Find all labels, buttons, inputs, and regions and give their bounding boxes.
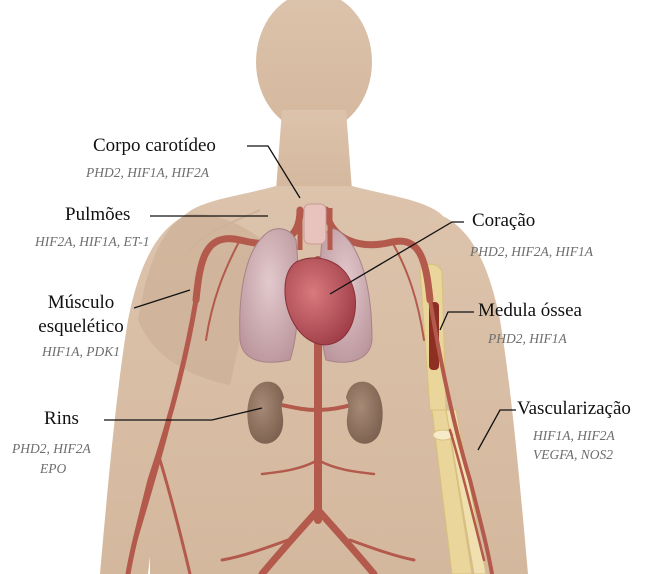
genes-vascularization-line1: HIF1A, HIF2A: [533, 427, 615, 444]
label-skeletal-muscle-line1: Músculo: [31, 292, 131, 314]
label-skeletal-muscle-line2: esquelético: [21, 316, 141, 338]
genes-skeletal-muscle: HIF1A, PDK1: [21, 343, 141, 360]
genes-bone-marrow: PHD2, HIF1A: [488, 330, 567, 347]
genes-lungs: HIF2A, HIF1A, ET-1: [35, 233, 149, 250]
genes-vascularization-line2: VEGFA, NOS2: [533, 446, 613, 463]
genes-kidneys-line2: EPO: [40, 460, 66, 477]
label-heart: Coração: [472, 210, 535, 232]
label-carotid-body: Corpo carotídeo: [93, 135, 216, 157]
label-kidneys: Rins: [44, 408, 79, 430]
label-bone-marrow: Medula óssea: [478, 300, 582, 322]
genes-heart: PHD2, HIF2A, HIF1A: [470, 243, 593, 260]
genes-kidneys-line1: PHD2, HIF2A: [12, 440, 91, 457]
label-vascularization: Vascularização: [517, 398, 631, 420]
genes-carotid-body: PHD2, HIF1A, HIF2A: [86, 164, 209, 181]
label-lungs: Pulmões: [65, 204, 130, 226]
